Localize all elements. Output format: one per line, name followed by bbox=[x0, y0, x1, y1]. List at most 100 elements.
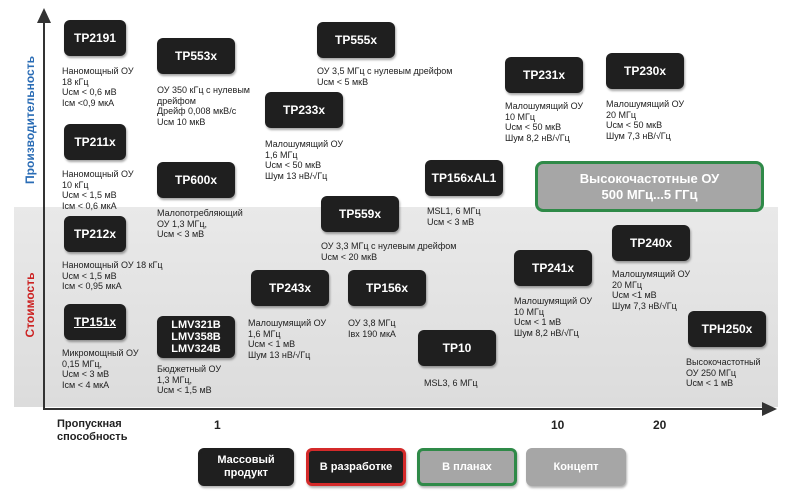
product-name: TP243x bbox=[268, 281, 312, 295]
product-desc-line: Uсм < 1 мВ bbox=[686, 378, 734, 388]
x-axis-arrow bbox=[762, 402, 777, 416]
product-desc-line: Uсм < 1,5 мВ bbox=[157, 385, 212, 395]
product-name-line: LMV324B bbox=[171, 343, 221, 355]
product-name: TP2191 bbox=[73, 31, 117, 45]
product-name: TP231x bbox=[522, 68, 566, 82]
y-axis-label-performance: Производительность bbox=[23, 56, 37, 184]
product-chip-tp241x: TP241x bbox=[514, 250, 592, 286]
product-desc-line: Бюджетный ОУ bbox=[157, 364, 222, 374]
product-desc-line: Uсм < 5 мкВ bbox=[317, 76, 369, 87]
legend-label: В разработке bbox=[319, 460, 393, 473]
product-desc-line: Uсм < 1 мВ bbox=[248, 339, 296, 349]
product-desc-line: MSL3, 6 МГц bbox=[424, 378, 478, 388]
product-name: TP233x bbox=[282, 103, 326, 117]
product-desc-line: 1,6 МГц bbox=[248, 328, 281, 339]
product-name: TP230x bbox=[623, 64, 667, 78]
product-desc-line: Uсм < 20 мкВ bbox=[321, 251, 378, 262]
product-desc-line: Uсм < 1,5 мВ bbox=[62, 270, 117, 281]
product-name: TP240x bbox=[629, 236, 673, 250]
x-axis-title: Пропускная способность bbox=[57, 418, 127, 444]
product-desc-line: ОУ 3,3 МГц с нулевым дрейфом bbox=[321, 241, 457, 251]
product-desc-line: Малошумящий ОУ bbox=[514, 296, 593, 306]
product-chip-tp555x: TP555x bbox=[317, 22, 395, 58]
product-chip-tp156xal1: TP156xAL1 bbox=[425, 160, 503, 196]
product-chip-tp243x: TP243x bbox=[251, 270, 329, 306]
product-desc-line: Uсм < 50 мкВ bbox=[606, 120, 663, 130]
product-chip-tp2191: TP2191 bbox=[64, 20, 126, 56]
x-tick: 1 bbox=[214, 418, 221, 432]
product-desc-line: Iсм < 0,6 мкА bbox=[62, 200, 117, 211]
product-chip-tp156x: TP156x bbox=[348, 270, 426, 306]
product-name: TPH250x bbox=[701, 322, 753, 336]
product-desc-line: Шум 8,2 нВ/√Гц bbox=[514, 327, 579, 338]
product-name: TP553x bbox=[174, 49, 218, 63]
product-name: TP211x bbox=[74, 135, 116, 149]
legend-label: Массовый bbox=[217, 454, 275, 466]
product-chip-tp553x: TP553x bbox=[157, 38, 235, 74]
product-desc-line: Uсм 10 мкВ bbox=[157, 116, 206, 127]
product-desc-line: Iвх 190 мкА bbox=[348, 328, 396, 339]
legend-item: Концепт bbox=[526, 448, 626, 486]
x-tick: 20 bbox=[653, 418, 667, 432]
highlight-line1: Высокочастотные ОУ bbox=[579, 170, 720, 186]
product-desc-line: ОУ 3,8 МГц bbox=[348, 318, 396, 328]
product-chip-tp211x: TP211x bbox=[64, 124, 126, 160]
product-name: TP555x bbox=[334, 33, 378, 47]
highlight-line2: 500 МГц...5 ГГц bbox=[601, 186, 698, 202]
x-axis-title-line1: Пропускная bbox=[57, 418, 122, 430]
product-desc-line: ОУ 350 кГц с нулевым bbox=[157, 85, 250, 95]
product-desc-line: Наномощный ОУ bbox=[62, 66, 134, 76]
product-chip-tp600x: TP600x bbox=[157, 162, 235, 198]
product-desc-line: Малошумящий ОУ bbox=[248, 318, 327, 328]
product-desc-tp10: MSL3, 6 МГц bbox=[424, 378, 478, 389]
product-desc-line: 10 МГц bbox=[514, 306, 545, 317]
product-name: TP156xAL1 bbox=[431, 171, 497, 185]
product-desc-line: Шум 13 нВ/√Гц bbox=[248, 349, 311, 360]
x-tick: 10 bbox=[551, 418, 565, 432]
product-chip-tp10: TP10 bbox=[418, 330, 496, 366]
product-chip-tp233x: TP233x bbox=[265, 92, 343, 128]
x-axis bbox=[43, 408, 765, 410]
product-desc-line: Малошумящий ОУ bbox=[612, 269, 691, 279]
product-desc-line: 10 МГц bbox=[505, 111, 536, 122]
product-desc-line: Дрейф 0,008 мкВ/с bbox=[157, 106, 237, 116]
product-chip-tp231x: TP231x bbox=[505, 57, 583, 93]
product-desc-line: Uсм < 1,5 мВ bbox=[62, 190, 117, 200]
product-desc-line: MSL1, 6 МГц bbox=[427, 206, 481, 216]
legend-label: Концепт bbox=[553, 460, 599, 473]
product-chip-tp559x: TP559x bbox=[321, 196, 399, 232]
product-name: TP151x bbox=[73, 315, 117, 329]
product-chip-tp212x: TP212x bbox=[64, 216, 126, 252]
product-desc-line: Микромощный ОУ bbox=[62, 348, 139, 358]
legend-item: В планах bbox=[417, 448, 517, 486]
product-desc-line: Uсм < 50 мкВ bbox=[265, 160, 322, 170]
product-desc-line: Uсм < 3 мВ bbox=[427, 216, 475, 227]
product-desc-line: Iсм < 0,95 мкА bbox=[62, 281, 122, 291]
product-name-line: LMV358B bbox=[171, 331, 221, 343]
product-desc-line: Малошумящий ОУ bbox=[265, 139, 344, 149]
product-name: TP559x bbox=[338, 207, 382, 221]
product-desc-line: Шум 13 нВ/√Гц bbox=[265, 170, 328, 181]
product-desc-line: ОУ 3,5 МГц с нулевым дрейфом bbox=[317, 66, 453, 76]
legend-label: В планах bbox=[442, 460, 492, 473]
product-name: TP212x bbox=[73, 227, 117, 241]
product-desc-line: ОУ 250 МГц bbox=[686, 367, 737, 378]
product-name: TP600x bbox=[174, 173, 218, 187]
product-desc-line: Uсм < 3 мВ bbox=[62, 369, 110, 379]
product-desc-line: 0,15 МГц, bbox=[62, 358, 103, 369]
product-desc-line: Uсм < 0,6 мВ bbox=[62, 87, 117, 97]
product-name-line: LMV321B bbox=[171, 319, 221, 331]
product-desc-line: 1,3 МГц, bbox=[157, 374, 193, 385]
